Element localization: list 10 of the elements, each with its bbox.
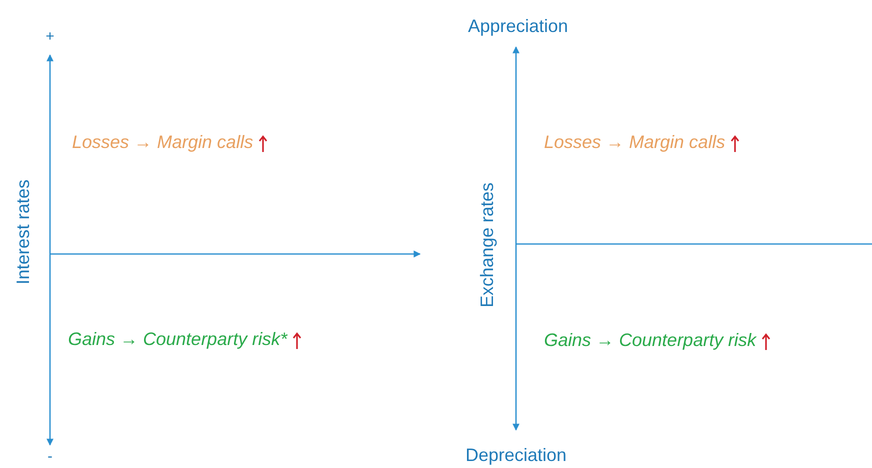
axis-label: Depreciation — [465, 446, 567, 466]
axis-label: + — [46, 28, 54, 46]
axis-label: Appreciation — [468, 17, 568, 37]
effect-text: Gains → Counterparty risk — [544, 331, 756, 351]
axis-title: Interest rates — [14, 179, 34, 285]
effect-text: Losses → Margin calls — [72, 133, 254, 153]
axis-title: Exchange rates — [478, 182, 498, 308]
effect-text: Losses → Margin calls — [544, 133, 726, 153]
effect-text: Gains → Counterparty risk* — [68, 330, 288, 350]
axis-label: - — [48, 448, 52, 466]
